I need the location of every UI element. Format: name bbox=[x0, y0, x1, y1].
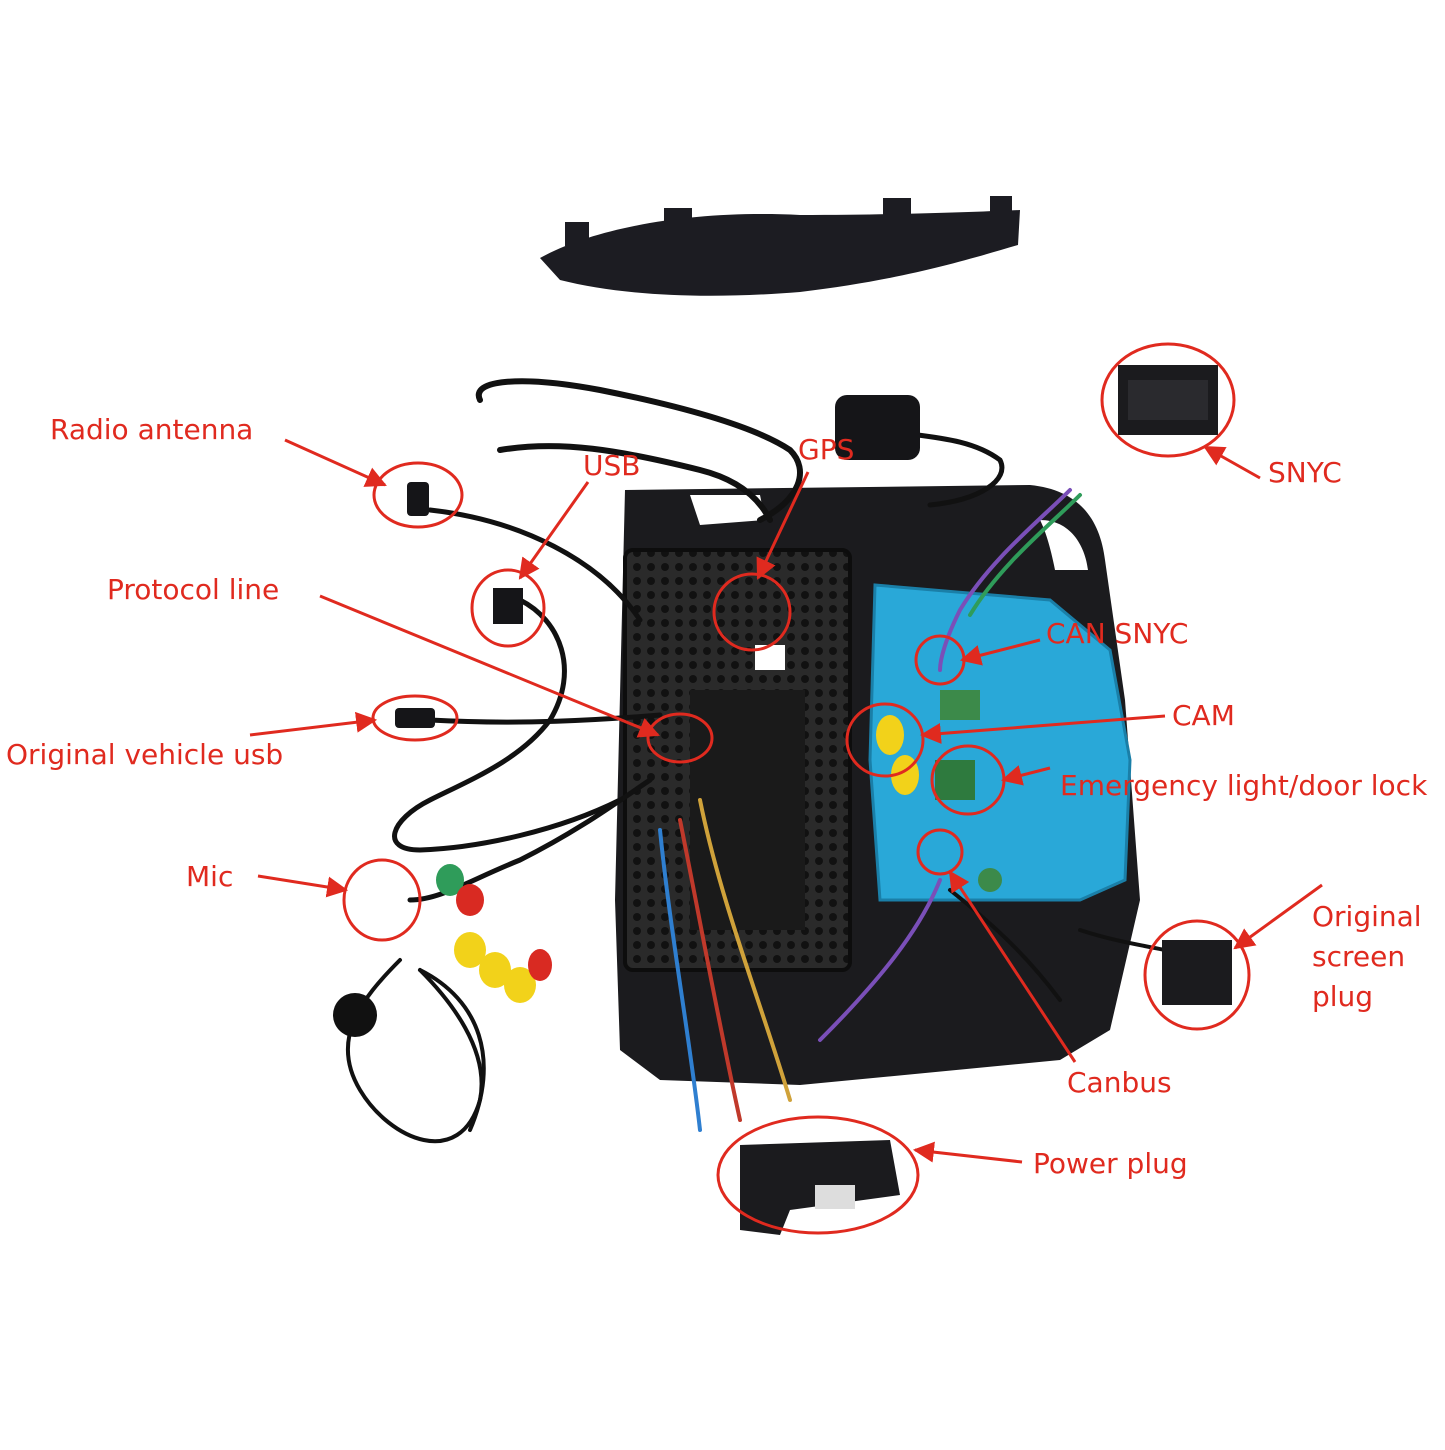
label-original-screen-plug: Original screen plug bbox=[1312, 900, 1422, 1013]
arrow-screen-plug bbox=[1233, 883, 1323, 950]
radio-antenna-connector bbox=[407, 482, 429, 516]
label-canbus: Canbus bbox=[1067, 1066, 1172, 1099]
top-trim-piece bbox=[540, 196, 1020, 296]
screen-plug-connector bbox=[1162, 940, 1232, 1005]
arrow-radio-antenna bbox=[284, 438, 387, 487]
arrow-cam bbox=[919, 714, 1166, 744]
circle-mic bbox=[342, 858, 422, 942]
label-cam: CAM bbox=[1172, 699, 1235, 732]
circle-protocol-line bbox=[646, 712, 714, 764]
screen-panel bbox=[868, 583, 1132, 902]
head-unit-body bbox=[623, 548, 852, 972]
label-original-vehicle-usb: Original vehicle usb bbox=[6, 738, 284, 771]
gps-antenna-module bbox=[835, 395, 920, 460]
usb-connector bbox=[493, 588, 523, 624]
label-radio-antenna: Radio antenna bbox=[50, 413, 254, 446]
label-protocol-line: Protocol line bbox=[107, 573, 280, 606]
arrow-power-plug bbox=[912, 1141, 1023, 1164]
label-can-snyc: CAN SNYC bbox=[1046, 617, 1189, 650]
circle-snyc bbox=[1100, 342, 1236, 458]
arrow-can-snyc bbox=[959, 638, 1041, 666]
circle-usb bbox=[470, 568, 546, 648]
circle-gps bbox=[712, 572, 792, 652]
arrow-protocol-line bbox=[319, 594, 660, 738]
arrow-snyc bbox=[1203, 445, 1261, 480]
circle-screen-plug bbox=[1143, 919, 1251, 1031]
original-usb-connector bbox=[395, 708, 435, 728]
circle-canbus bbox=[916, 828, 964, 876]
power-plug-connector bbox=[740, 1140, 900, 1235]
rca-connectors bbox=[436, 715, 919, 1003]
callout-arrows bbox=[249, 438, 1323, 1164]
label-power-plug: Power plug bbox=[1033, 1147, 1188, 1180]
label-snyc: SNYC bbox=[1268, 456, 1342, 489]
label-emergency-light-door-lock: Emergency light/door lock bbox=[1060, 769, 1428, 802]
circle-radio-antenna bbox=[372, 461, 464, 529]
arrow-canbus bbox=[948, 870, 1077, 1063]
arrow-mic bbox=[257, 874, 349, 898]
circle-power-plug bbox=[716, 1115, 920, 1235]
arrow-original-vehicle-usb bbox=[249, 711, 378, 737]
snyc-connector bbox=[1118, 365, 1218, 435]
arrow-usb bbox=[518, 481, 590, 580]
label-usb: USB bbox=[583, 449, 641, 482]
label-mic: Mic bbox=[186, 860, 234, 893]
arrow-gps bbox=[756, 471, 810, 580]
arrow-emergency-light bbox=[1000, 765, 1051, 786]
cable-bundle bbox=[345, 378, 1167, 1144]
microphone bbox=[333, 993, 377, 1037]
label-gps: GPS bbox=[798, 433, 855, 466]
